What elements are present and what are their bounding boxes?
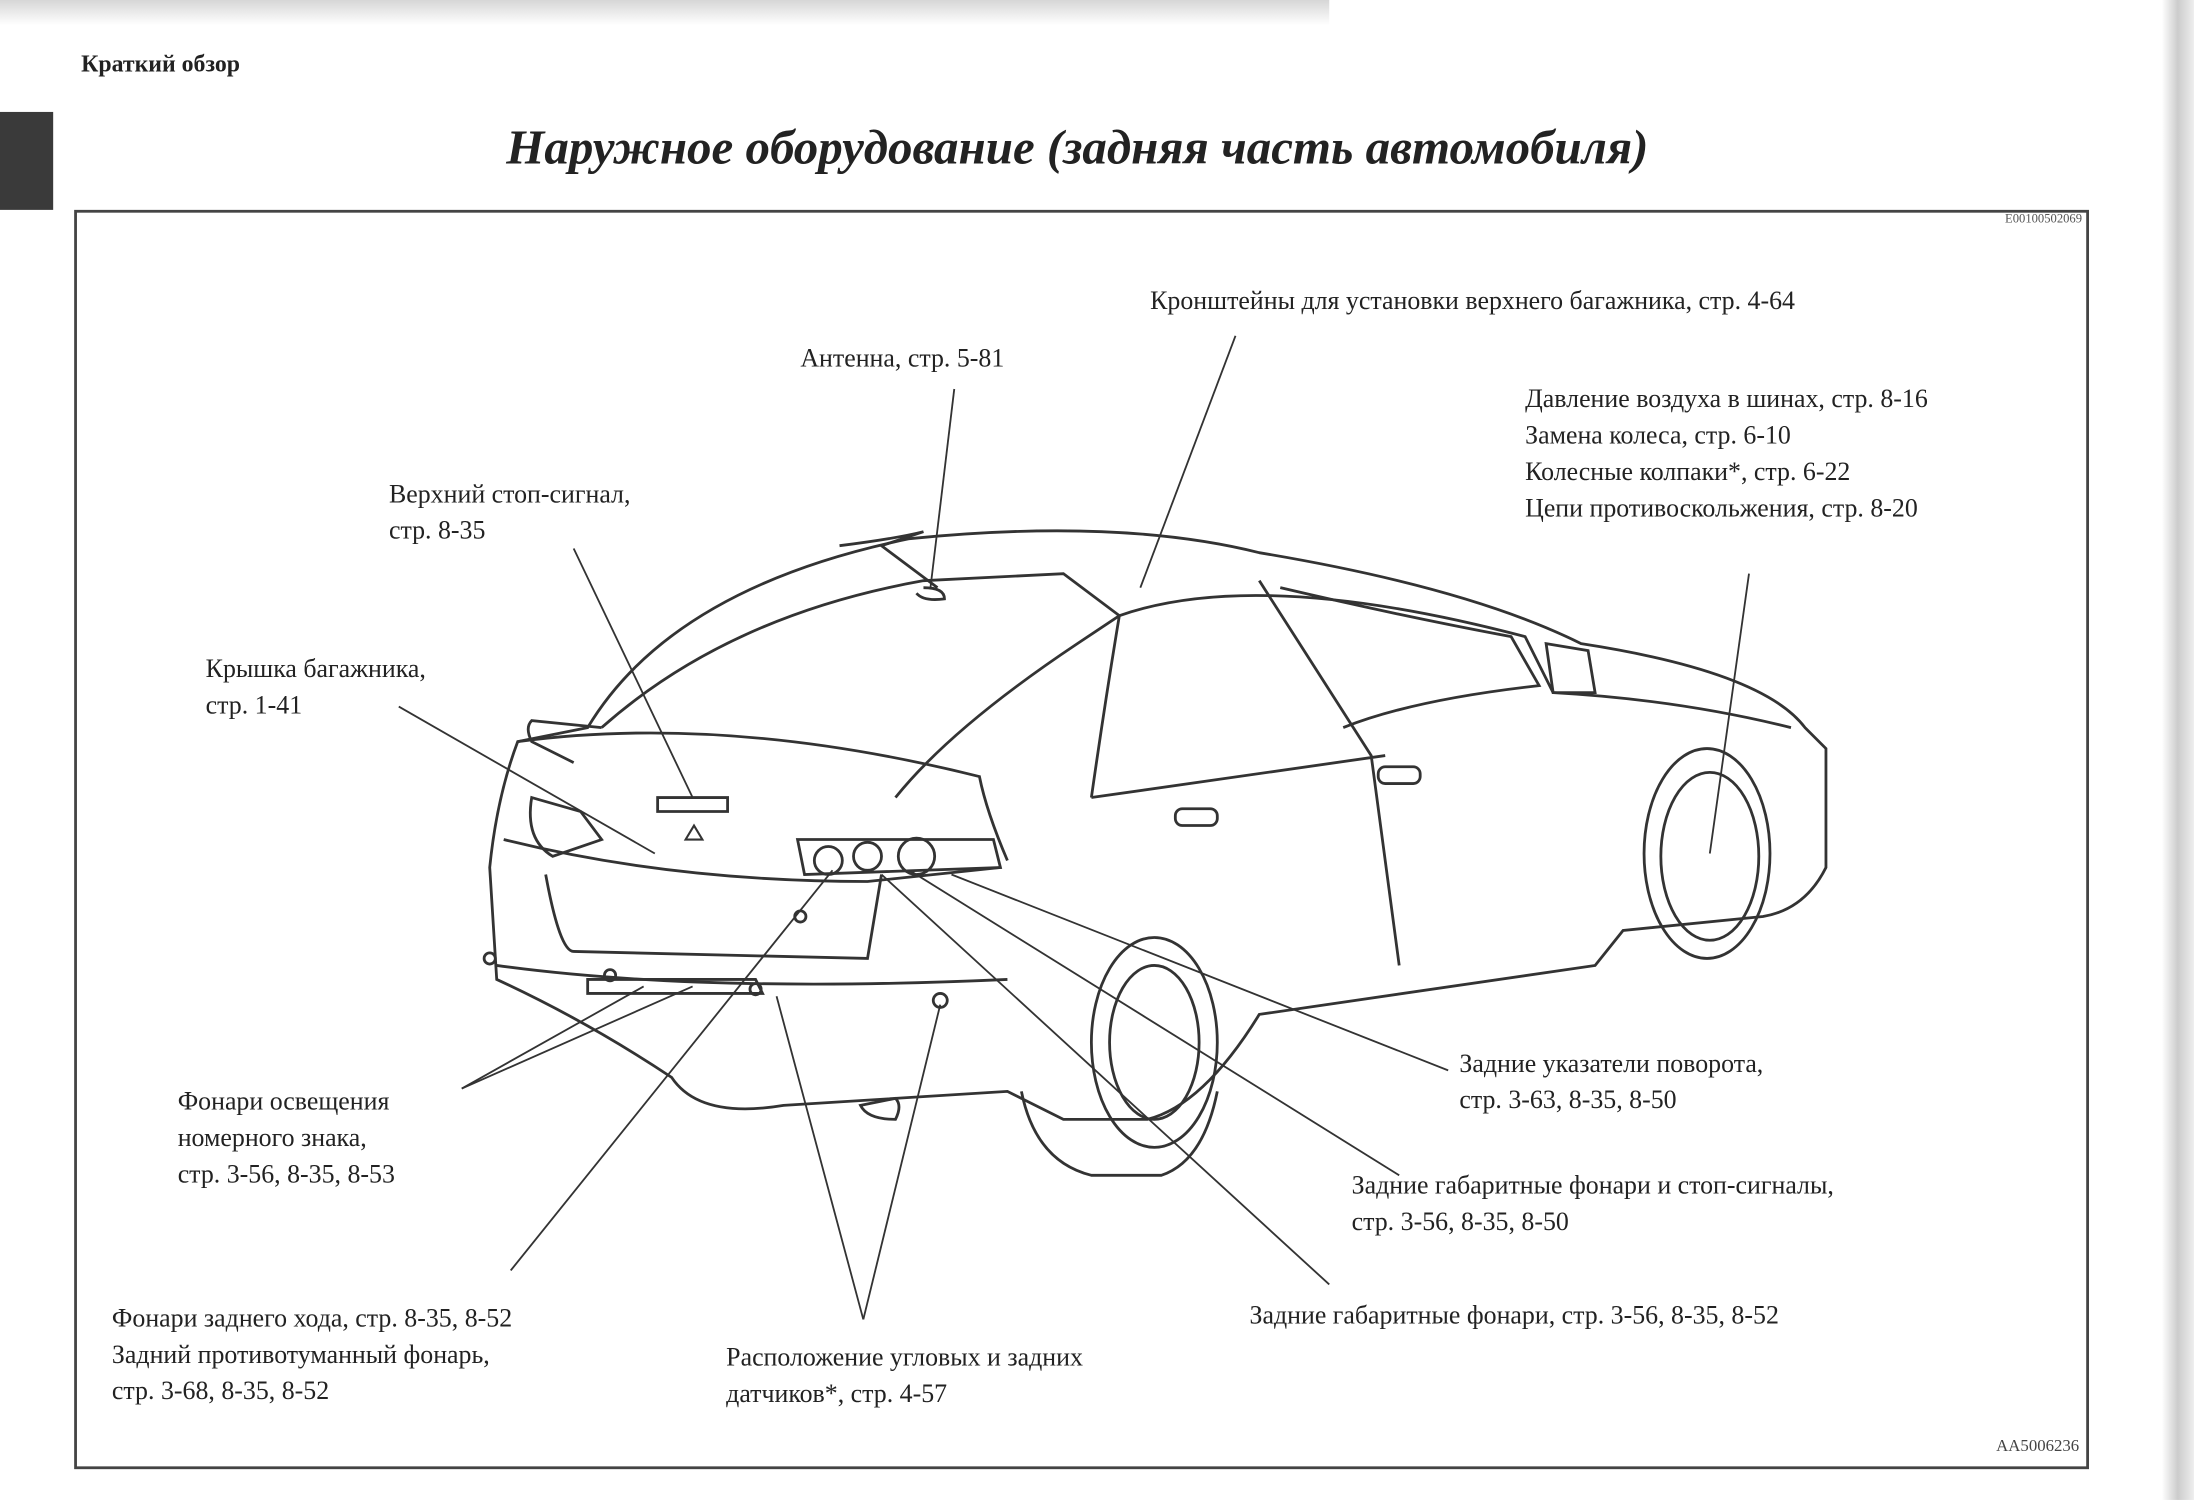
label-line: стр. 3-68, 8-35, 8-52	[111, 1378, 330, 1407]
label-line: стр. 1-41	[205, 692, 303, 721]
label-reverse-fog: Фонари заднего хода, стр. 8-35, 8-52 Зад…	[112, 1301, 512, 1410]
label-roof-rack: Кронштейны для установки верхнего багажн…	[1150, 288, 1795, 317]
label-line: номерного знака,	[177, 1124, 367, 1153]
label-line: стр. 3-56, 8-35, 8-53	[177, 1161, 395, 1190]
label-line: Цепи противоскольжения, стр. 8-20	[1525, 495, 1918, 524]
label-line: Расположение угловых и задних	[726, 1344, 1083, 1373]
label-line: Задние габаритные фонари и стоп-сигналы,	[1351, 1172, 1834, 1201]
label-tail-lights: Задние габаритные фонари, стр. 3-56, 8-3…	[1249, 1302, 1779, 1331]
label-high-brake-light: Верхний стоп-сигнал, стр. 8-35	[389, 477, 630, 550]
label-turn-signals: Задние указатели поворота, стр. 3-63, 8-…	[1459, 1047, 1763, 1120]
label-plate-lights: Фонари освещения номерного знака, стр. 3…	[178, 1084, 395, 1193]
label-line: Замена колеса, стр. 6-10	[1525, 422, 1791, 451]
figure-frame	[74, 209, 2090, 1470]
section-header: Краткий обзор	[81, 50, 240, 77]
label-line: Верхний стоп-сигнал,	[388, 481, 631, 510]
label-line: датчиков*, стр. 4-57	[726, 1381, 948, 1409]
label-tail-stop-lights: Задние габаритные фонари и стоп-сигналы,…	[1352, 1168, 1834, 1241]
label-trunk-lid: Крышка багажника, стр. 1-41	[206, 652, 426, 725]
chapter-tab	[0, 111, 54, 210]
page-title: Наружное оборудование (задняя часть авто…	[506, 120, 1649, 175]
label-line: Давление воздуха в шинах, стр. 8-16	[1525, 386, 1928, 415]
label-line: Фонари освещения	[177, 1088, 390, 1117]
label-line: Крышка багажника,	[205, 656, 426, 685]
car-body	[488, 529, 1828, 1121]
label-line: стр. 3-56, 8-35, 8-50	[1351, 1208, 1569, 1237]
label-antenna: Антенна, стр. 5-81	[800, 345, 1005, 374]
wheels	[1020, 747, 1772, 1177]
label-line: Фонари заднего хода, стр. 8-35, 8-52	[111, 1305, 513, 1334]
label-sensors: Расположение угловых и задних датчиков*,…	[726, 1340, 1083, 1413]
label-line: стр. 8-35	[388, 517, 486, 546]
details	[482, 765, 1422, 1009]
figure-id: AA5006236	[1996, 1435, 2080, 1456]
scan-shadow	[0, 0, 1330, 26]
label-line: стр. 3-63, 8-35, 8-50	[1459, 1087, 1677, 1116]
page-edge	[2161, 0, 2194, 1500]
label-line: Колесные колпаки*, стр. 6-22	[1525, 458, 1851, 487]
label-line: Задние указатели поворота,	[1459, 1050, 1764, 1079]
document-code: E00100502069	[2005, 211, 2083, 226]
leader-lines	[398, 335, 1750, 1320]
label-tires: Давление воздуха в шинах, стр. 8-16 Заме…	[1525, 382, 1928, 528]
label-line: Задний противотуманный фонарь,	[111, 1341, 490, 1370]
